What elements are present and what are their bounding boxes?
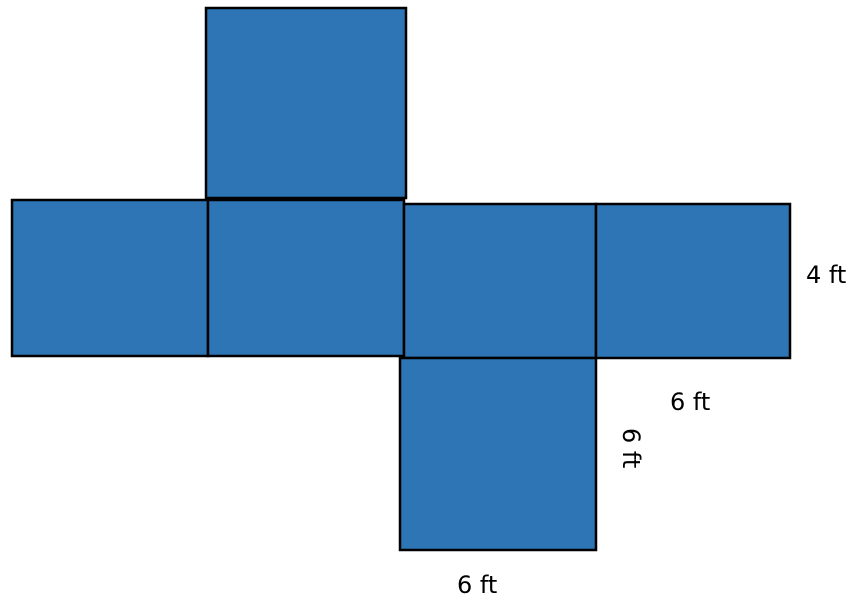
label-height-right: 4 ft bbox=[806, 261, 846, 289]
label-depth-vertical: 6 ft bbox=[617, 428, 645, 468]
dimension-labels: 4 ft 6 ft 6 ft 6 ft bbox=[457, 261, 846, 599]
label-width-middle: 6 ft bbox=[670, 388, 710, 416]
face-center-right bbox=[402, 202, 598, 360]
label-width-bottom: 6 ft bbox=[457, 571, 497, 599]
face-left bbox=[10, 198, 210, 358]
face-bottom bbox=[398, 356, 598, 552]
net-faces bbox=[10, 6, 792, 552]
face-top bbox=[204, 6, 408, 200]
face-right bbox=[594, 202, 792, 360]
face-center-left bbox=[206, 198, 406, 358]
